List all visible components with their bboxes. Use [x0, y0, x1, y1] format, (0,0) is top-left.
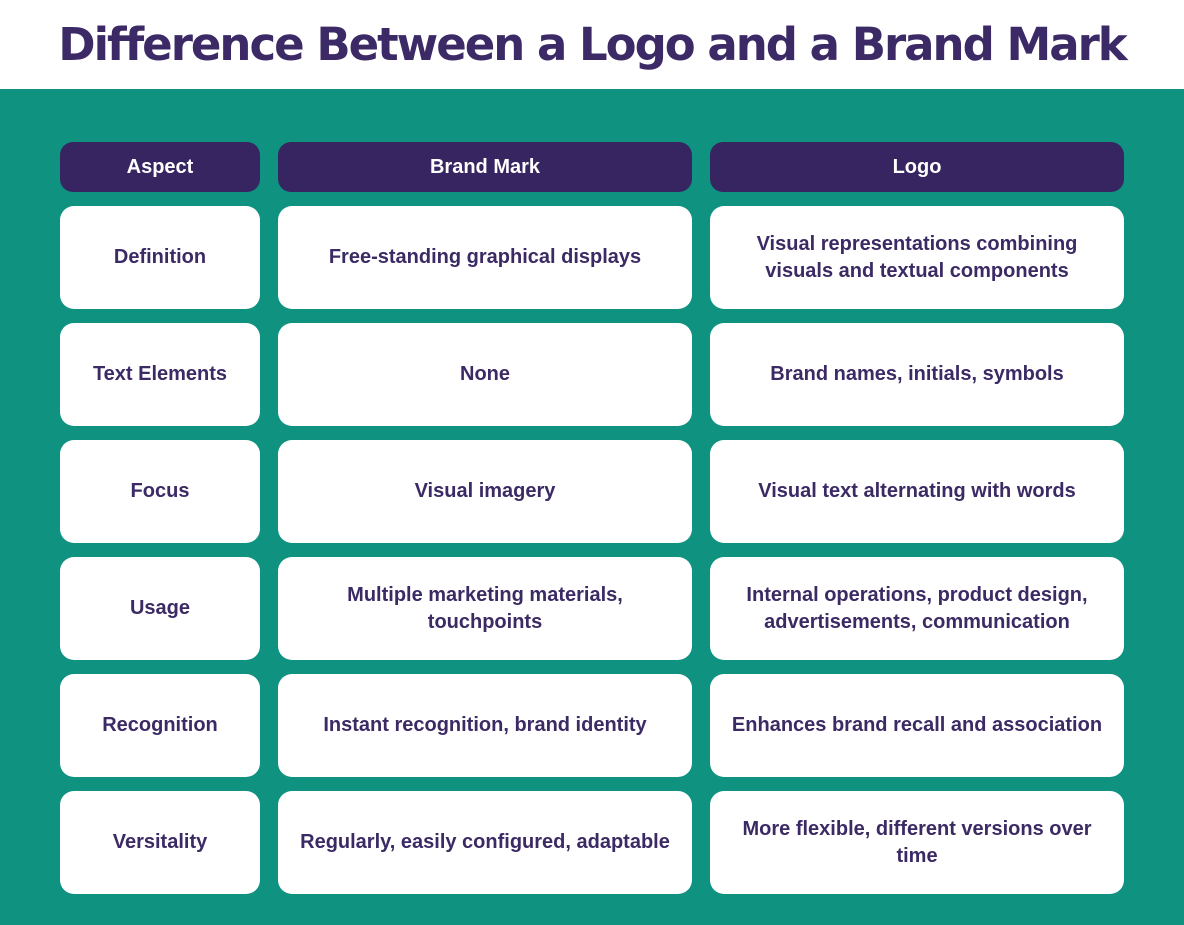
- comparison-table: Aspect Brand Mark Logo Definition Free-s…: [60, 142, 1124, 894]
- logo-cell: Internal operations, product design, adv…: [710, 557, 1124, 660]
- aspect-cell: Versitality: [60, 791, 260, 894]
- brand-mark-cell: Instant recognition, brand identity: [278, 674, 692, 777]
- aspect-cell: Recognition: [60, 674, 260, 777]
- logo-cell: Brand names, initials, symbols: [710, 323, 1124, 426]
- brand-mark-cell: Free-standing graphical displays: [278, 206, 692, 309]
- column-header-brand-mark: Brand Mark: [278, 142, 692, 192]
- column-header-logo: Logo: [710, 142, 1124, 192]
- brand-mark-cell: Multiple marketing materials, touchpoint…: [278, 557, 692, 660]
- brand-mark-cell: Regularly, easily configured, adaptable: [278, 791, 692, 894]
- aspect-cell: Focus: [60, 440, 260, 543]
- column-header-aspect: Aspect: [60, 142, 260, 192]
- aspect-cell: Text Elements: [60, 323, 260, 426]
- logo-cell: Visual text alternating with words: [710, 440, 1124, 543]
- page-title: Difference Between a Logo and a Brand Ma…: [58, 18, 1127, 71]
- logo-cell: More flexible, different versions over t…: [710, 791, 1124, 894]
- aspect-cell: Usage: [60, 557, 260, 660]
- title-band: Difference Between a Logo and a Brand Ma…: [0, 0, 1184, 89]
- aspect-cell: Definition: [60, 206, 260, 309]
- brand-mark-cell: None: [278, 323, 692, 426]
- logo-cell: Visual representations combining visuals…: [710, 206, 1124, 309]
- brand-mark-cell: Visual imagery: [278, 440, 692, 543]
- logo-cell: Enhances brand recall and association: [710, 674, 1124, 777]
